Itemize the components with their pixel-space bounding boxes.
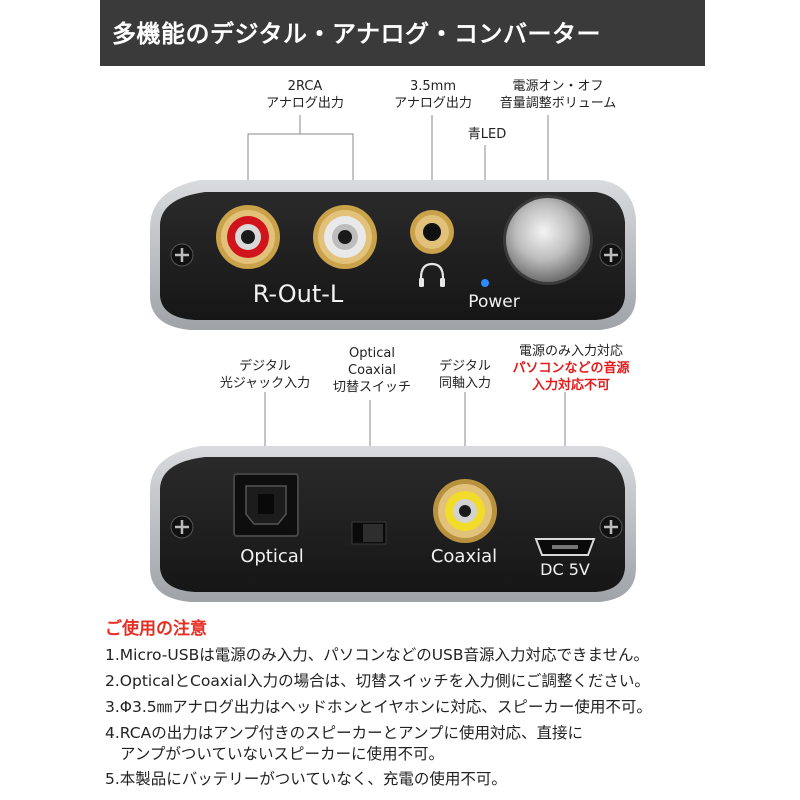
optical-input-port[interactable] xyxy=(233,473,299,537)
blue-led xyxy=(481,279,489,287)
power-volume-knob[interactable] xyxy=(503,195,593,285)
jack-output-label: 3.5mm アナログ出力 xyxy=(394,79,472,111)
screw-icon xyxy=(599,243,623,267)
coaxial-input-label: デジタル 同軸入力 xyxy=(438,359,491,391)
note-item: 2.OpticalとCoaxial入力の場合は、切替スイッチを入力側にご調整くだ… xyxy=(105,672,650,690)
blue-led-label: 青LED xyxy=(467,127,507,142)
device-dc-text: DC 5V xyxy=(540,560,590,579)
device-power-text: Power xyxy=(468,292,519,312)
bottom-device: Optical Coaxial DC 5V xyxy=(150,446,636,602)
micro-usb-port[interactable] xyxy=(534,538,596,556)
screw-icon xyxy=(170,243,194,267)
page-title: 多機能のデジタル・アナログ・コンバーター xyxy=(112,20,602,48)
screw-icon xyxy=(599,515,623,539)
note-item: 5.本製品にバッテリーがついていなく、充電の使用不可。 xyxy=(105,770,507,788)
power-volume-label: 電源オン・オフ 音量調整ボリューム xyxy=(499,79,617,111)
headphone-icon xyxy=(419,262,445,287)
note-item: アンプがついていないスピーカーに使用不可。 xyxy=(120,745,444,763)
top-device: R-Out-L Power xyxy=(150,180,636,330)
screw-icon xyxy=(170,515,194,539)
switch-label: Optical Coaxial 切替スイッチ xyxy=(332,346,411,395)
input-selector-switch[interactable] xyxy=(351,521,387,545)
device-coaxial-text: Coaxial xyxy=(431,546,497,567)
note-item: 3.Φ3.5㎜アナログ出力はヘッドホンとイヤホンに対応、スピーカー使用不可。 xyxy=(105,698,652,716)
optical-input-label: デジタル 光ジャック入力 xyxy=(219,359,311,391)
note-item: 1.Micro-USBは電源のみ入力、パソコンなどのUSB音源入力対応できません… xyxy=(105,646,650,664)
rca-left-jack[interactable] xyxy=(313,205,377,269)
usb-power-label: 電源のみ入力対応 パソコンなどの音源 入力対応不可 xyxy=(512,344,630,393)
rca-right-jack[interactable] xyxy=(216,205,280,269)
coaxial-input-jack[interactable] xyxy=(433,479,497,543)
device-output-text: R-Out-L xyxy=(253,280,344,308)
notes-title: ご使用の注意 xyxy=(105,619,207,639)
note-item: 4.RCAの出力はアンプ付きのスピーカーとアンプに使用対応、直接に xyxy=(105,724,584,742)
device-optical-text: Optical xyxy=(240,546,304,567)
rca-output-label: 2RCA アナログ出力 xyxy=(266,79,344,111)
headphone-jack[interactable] xyxy=(410,210,454,254)
title-banner xyxy=(100,0,705,66)
